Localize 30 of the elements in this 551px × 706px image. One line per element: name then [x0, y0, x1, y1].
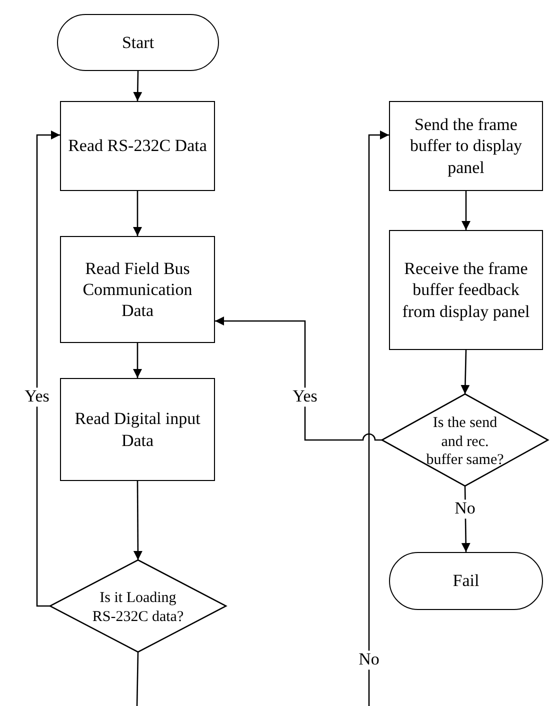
arrow: [462, 191, 470, 230]
node-text: Read RS-232C Data: [68, 135, 207, 157]
edge-label: Yes: [290, 388, 320, 406]
process-box: [389, 101, 543, 191]
arrow: [133, 191, 142, 236]
arrow: [133, 343, 142, 378]
arrow: [133, 70, 142, 102]
node-text: Send the frame buffer to display panel: [408, 114, 524, 178]
arrow: [460, 350, 470, 394]
node-text: Fail: [452, 570, 480, 592]
decision-diamond: [382, 394, 548, 486]
node-text: Read Field Bus Communication Data: [82, 258, 194, 322]
process-box: [60, 236, 215, 343]
edge-label: Yes: [22, 388, 52, 406]
process-box: [60, 101, 215, 191]
connector-line: [136, 652, 139, 706]
arrow: [133, 481, 142, 560]
node-text: Start: [122, 32, 154, 54]
node-text: Read Digital input Data: [74, 408, 202, 451]
process-box: [60, 378, 215, 481]
edge-label: No: [452, 500, 478, 518]
edge-label: No: [356, 650, 382, 670]
node-text: Is the send and rec. buffer same?: [425, 414, 505, 470]
node-text: Is it Loading RS-232C data?: [92, 589, 184, 627]
decision-diamond: [50, 560, 226, 652]
arrow: [368, 130, 389, 706]
process-box: [389, 230, 543, 350]
arrow: [215, 316, 382, 441]
node-text: Receive the frame buffer feedback from display panel: [401, 258, 531, 322]
arrow: [36, 130, 60, 607]
